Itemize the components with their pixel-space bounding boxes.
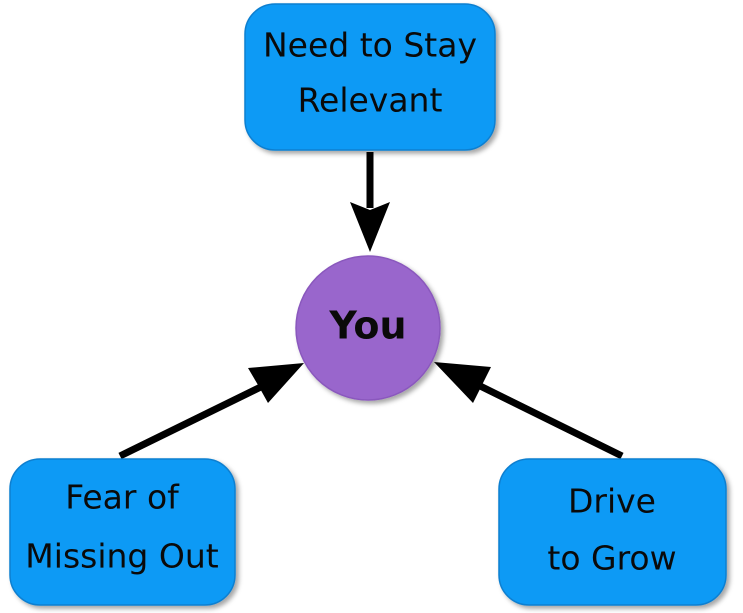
- node-label-line: Need to Stay: [263, 26, 477, 65]
- node-label-line: to Grow: [547, 539, 676, 578]
- node-drive-to-grow: Drive to Grow: [498, 458, 727, 606]
- node-label-you: You: [328, 304, 406, 348]
- arrow-top-to-you: [350, 152, 390, 252]
- node-you: You: [295, 255, 441, 401]
- node-label-line: Drive: [568, 482, 656, 521]
- node-label-line: Relevant: [298, 81, 443, 120]
- node-label-line: Fear of: [65, 478, 180, 517]
- arrow-right-to-you: [434, 362, 624, 460]
- node-need-to-stay-relevant: Need to Stay Relevant: [244, 3, 496, 151]
- node-label-line: Missing Out: [25, 537, 218, 576]
- node-fear-of-missing-out: Fear of Missing Out: [9, 458, 236, 606]
- arrow-left-to-you: [118, 363, 304, 460]
